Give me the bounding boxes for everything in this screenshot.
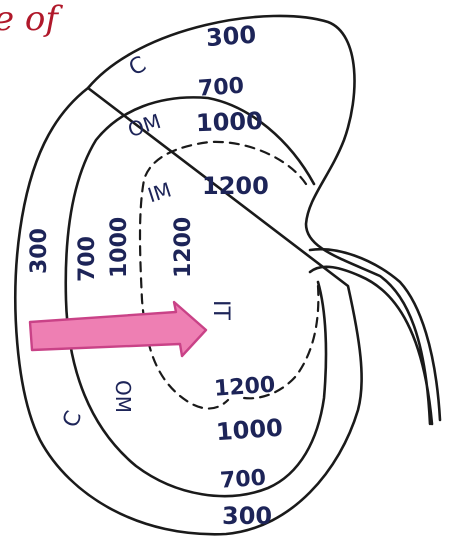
osm-top-1000: 1000 — [196, 107, 264, 137]
osm-bottom-1200: 1200 — [213, 373, 276, 402]
label-cortex-bottom: C — [58, 408, 87, 431]
osm-left-1200: 1200 — [171, 217, 196, 278]
osm-bottom-700: 700 — [219, 466, 267, 494]
label-outer-medulla-top: OM — [125, 109, 164, 142]
osm-bottom-300: 300 — [222, 502, 272, 530]
label-cortex-top: C — [125, 52, 150, 81]
osm-bottom-1000: 1000 — [215, 414, 284, 447]
corticomedullary-boundary — [66, 97, 326, 496]
osm-top-1200: 1200 — [202, 172, 269, 200]
osm-top-300: 300 — [205, 21, 257, 52]
osm-left-1000: 1000 — [107, 217, 132, 278]
osm-left-300: 300 — [27, 228, 52, 274]
osm-top-700: 700 — [197, 74, 245, 102]
label-outer-medulla-bottom: OM — [111, 380, 135, 413]
flow-arrow — [30, 302, 206, 356]
heading-fragment: e of — [0, 0, 63, 39]
label-papilla-tip: IT — [208, 300, 233, 320]
osm-left-700: 700 — [75, 236, 100, 282]
label-inner-medulla: IM — [145, 177, 174, 207]
